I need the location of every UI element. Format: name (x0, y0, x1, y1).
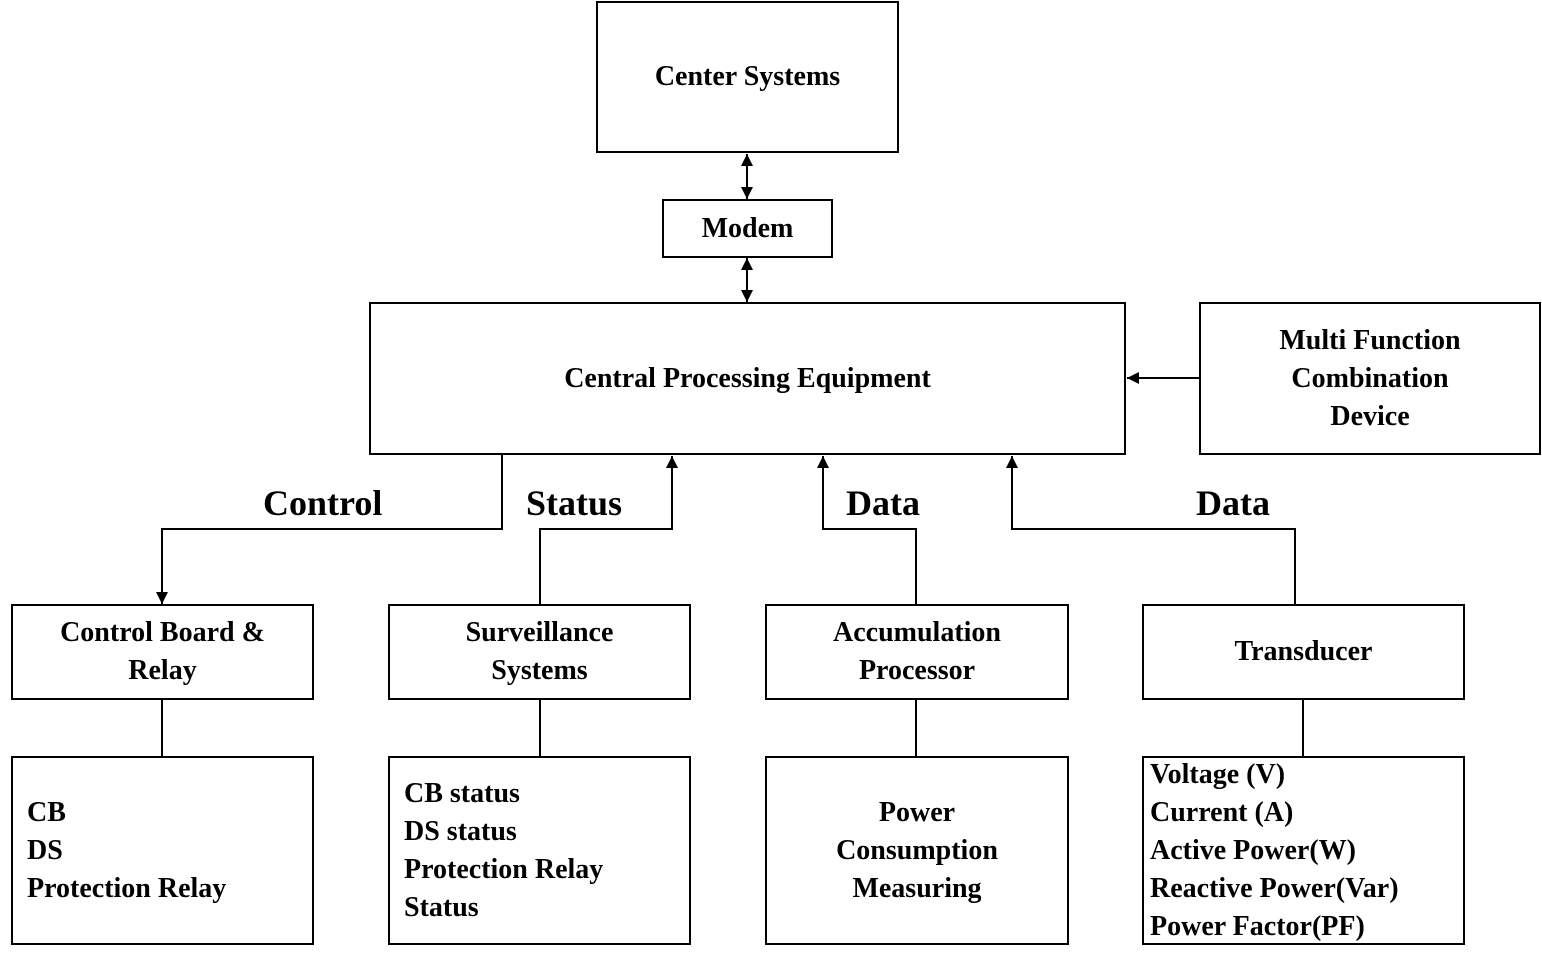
multi-function-line: Device (1330, 400, 1410, 432)
multi-function-line: Combination (1291, 362, 1449, 394)
transducer-items-box: Voltage (V) Current (A) Active Power(W) … (1142, 756, 1465, 945)
accumulation-item: Power (878, 796, 956, 828)
accumulation-item: Measuring (852, 872, 982, 904)
surveillance-item: DS status (404, 815, 517, 847)
surveillance-item: Protection Relay (404, 853, 604, 885)
center-systems-box: Center Systems (596, 1, 899, 153)
surveillance-label: Surveillance Systems (466, 614, 614, 690)
central-processing-label: Central Processing Equipment (564, 362, 931, 394)
arrow-status (539, 456, 678, 604)
center-systems-label: Center Systems (654, 61, 841, 92)
transducer-item: Voltage (V) (1150, 758, 1286, 790)
transducer-item: Current (A) (1150, 796, 1294, 828)
accumulation-items-list: Power Consumption Measuring (836, 794, 998, 908)
control-item: Protection Relay (27, 872, 227, 904)
control-board-box: Control Board & Relay (11, 604, 314, 700)
surveillance-items-box: CB status DS status Protection Relay Sta… (388, 756, 691, 945)
flow-label-control: Control (263, 483, 383, 523)
transducer-item: Power Factor(PF) (1150, 910, 1365, 942)
transducer-items-list: Voltage (V) Current (A) Active Power(W) … (1150, 756, 1399, 946)
multi-function-box: Multi Function Combination Device (1199, 302, 1541, 455)
accumulation-line: Processor (858, 655, 976, 686)
transducer-item: Active Power(W) (1150, 834, 1357, 866)
control-item: CB (27, 796, 66, 828)
multi-function-line: Multi Function (1279, 324, 1461, 356)
control-board-label: Control Board & Relay (60, 614, 265, 690)
surveillance-line: Surveillance (465, 617, 614, 648)
control-board-line: Relay (128, 655, 197, 686)
arrow-data-accumulation (817, 456, 917, 604)
transducer-box: Transducer (1142, 604, 1465, 700)
transducer-item: Reactive Power(Var) (1150, 872, 1399, 904)
accumulation-items-box: Power Consumption Measuring (765, 756, 1069, 945)
accumulation-item: Consumption (836, 834, 998, 866)
flow-label-data: Data (846, 483, 920, 523)
accumulation-box: Accumulation Processor (765, 604, 1069, 700)
flow-label-data: Data (1196, 483, 1270, 523)
accumulation-line: Accumulation (833, 617, 1001, 648)
surveillance-item: Status (404, 891, 479, 923)
arrow-data-transducer (1006, 456, 1296, 604)
control-board-line: Control Board & (60, 617, 265, 648)
central-processing-box: Central Processing Equipment (369, 302, 1126, 455)
surveillance-items-list: CB status DS status Protection Relay Sta… (404, 775, 603, 927)
surveillance-line: Systems (491, 655, 588, 686)
multi-function-label: Multi Function Combination Device (1279, 322, 1460, 436)
surveillance-item: CB status (404, 777, 520, 809)
arrow-control (156, 455, 503, 604)
control-item: DS (27, 834, 63, 866)
surveillance-box: Surveillance Systems (388, 604, 691, 700)
modem-box: Modem (662, 199, 833, 258)
accumulation-label: Accumulation Processor (833, 614, 1001, 690)
control-items-box: CB DS Protection Relay (11, 756, 314, 945)
flow-label-status: Status (526, 483, 623, 523)
modem-label: Modem (701, 212, 794, 244)
control-items-list: CB DS Protection Relay (27, 794, 226, 908)
transducer-label: Transducer (1234, 636, 1373, 667)
